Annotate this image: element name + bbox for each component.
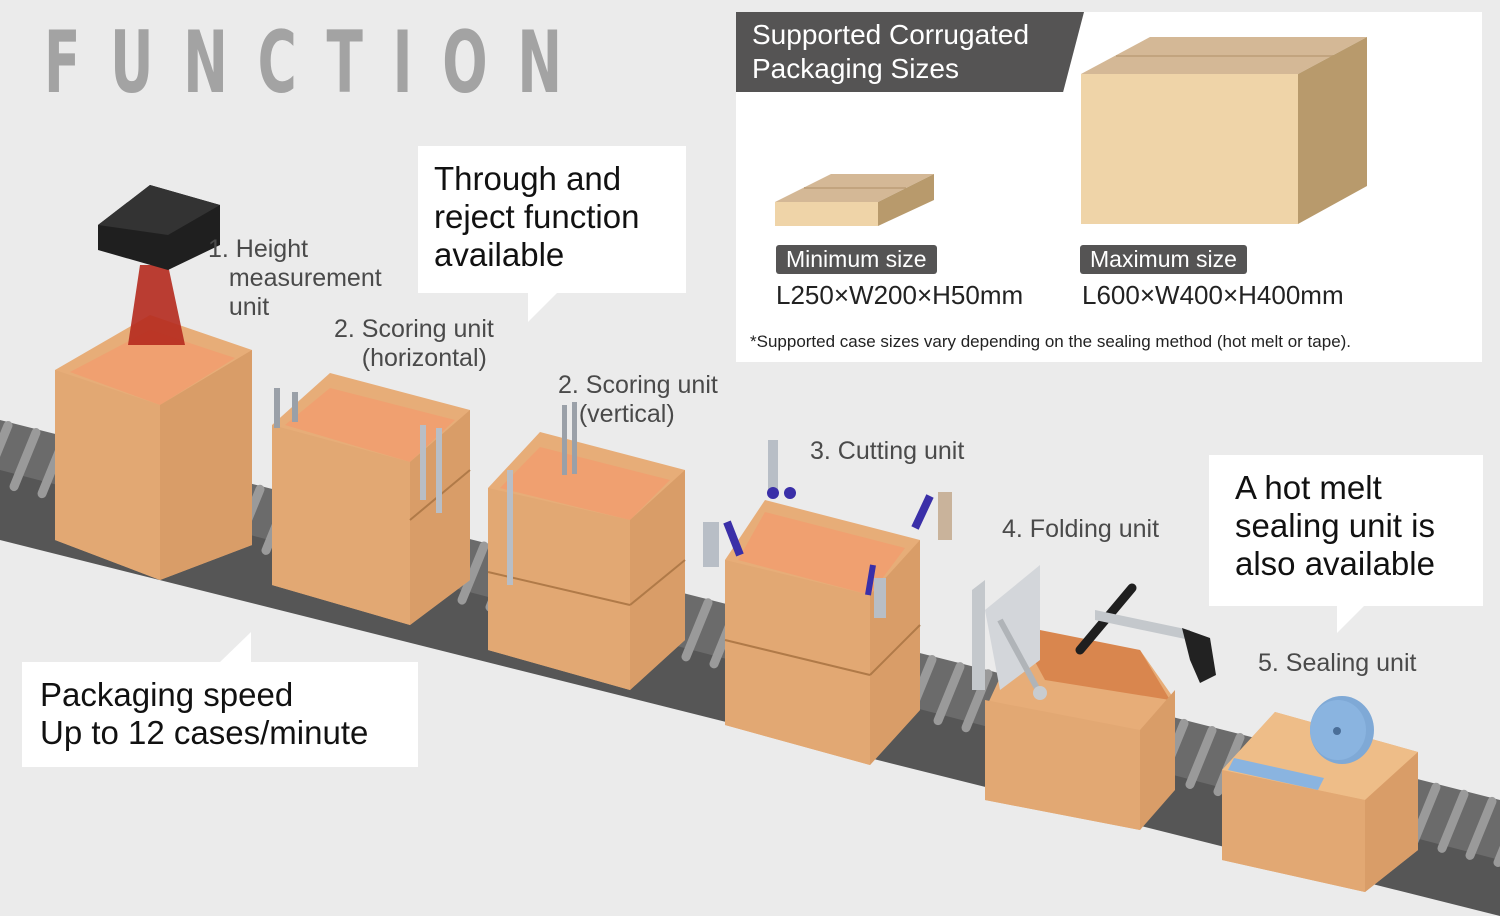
supported-sizes-heading: Supported Corrugated Packaging Sizes	[736, 12, 1084, 92]
supported-sizes-panel: Supported Corrugated Packaging Sizes Min…	[736, 12, 1482, 362]
callout-speed-line-2: Up to 12 cases/minute	[40, 714, 369, 751]
supported-sizes-heading-line-1: Supported Corrugated	[752, 19, 1030, 50]
callout-reject-tail	[528, 292, 558, 322]
label-sealing-unit: 5. Sealing unit	[1258, 649, 1417, 677]
box-cutting	[724, 500, 921, 765]
max-size-badge: Maximum size	[1080, 245, 1247, 274]
box-scoring-vertical	[487, 402, 686, 690]
callout-hotmelt-line-2: sealing unit is	[1235, 507, 1435, 544]
conveyor-roller	[933, 662, 965, 726]
callout-reject-line-3: available	[434, 236, 565, 273]
cutter-clamp-icon	[703, 440, 952, 618]
box-folding	[972, 565, 1216, 830]
conveyor-roller	[1465, 796, 1497, 860]
box-sealing	[1222, 712, 1418, 892]
page-title: FUNCTION	[44, 13, 592, 113]
sizes-footnote: *Supported case sizes vary depending on …	[750, 332, 1352, 351]
max-size-dimensions: L600×W400×H400mm	[1082, 280, 1344, 310]
min-size-badge: Minimum size	[776, 245, 937, 274]
size-boxes	[775, 37, 1367, 226]
tape-roll-icon	[1310, 696, 1374, 764]
callout-speed-line-1: Packaging speed	[40, 676, 294, 713]
box-height-measurement	[55, 315, 252, 580]
callout-reject-line-1: Through and	[434, 160, 622, 197]
callout-hotmelt-tail	[1337, 605, 1365, 633]
max-box-icon	[1081, 37, 1367, 224]
conveyor-roller	[457, 541, 489, 605]
conveyor-roller	[0, 420, 13, 458]
label-cutting-unit: 3. Cutting unit	[810, 437, 965, 465]
callout-reject-function: Through and reject function available	[418, 146, 686, 293]
callout-hot-melt: A hot melt sealing unit is also availabl…	[1209, 455, 1483, 606]
conveyor-roller	[1185, 725, 1217, 789]
callout-hotmelt-line-1: A hot melt	[1235, 469, 1382, 506]
min-box-icon	[775, 174, 934, 226]
label-folding-unit: 4. Folding unit	[1002, 515, 1160, 543]
callout-reject-line-2: reject function	[434, 198, 640, 235]
label-height-measurement-unit: 1. Height measurement unit	[208, 235, 382, 321]
label-scoring-unit-horizontal: 2. Scoring unit (horizontal)	[334, 315, 494, 372]
callout-hotmelt-line-3: also available	[1235, 545, 1435, 582]
conveyor-roller	[1437, 789, 1469, 853]
conveyor-roller	[9, 428, 41, 492]
conveyor-roller	[681, 598, 713, 662]
min-size-dimensions: L250×W200×H50mm	[776, 280, 1024, 310]
box-scoring-horizontal	[272, 373, 471, 625]
height-sensor-icon	[98, 185, 220, 345]
callout-packaging-speed: Packaging speed Up to 12 cases/minute	[22, 662, 418, 767]
label-scoring-unit-vertical: 2. Scoring unit (vertical)	[558, 371, 718, 428]
callout-speed-tail	[220, 632, 251, 662]
supported-sizes-heading-line-2: Packaging Sizes	[752, 53, 960, 84]
